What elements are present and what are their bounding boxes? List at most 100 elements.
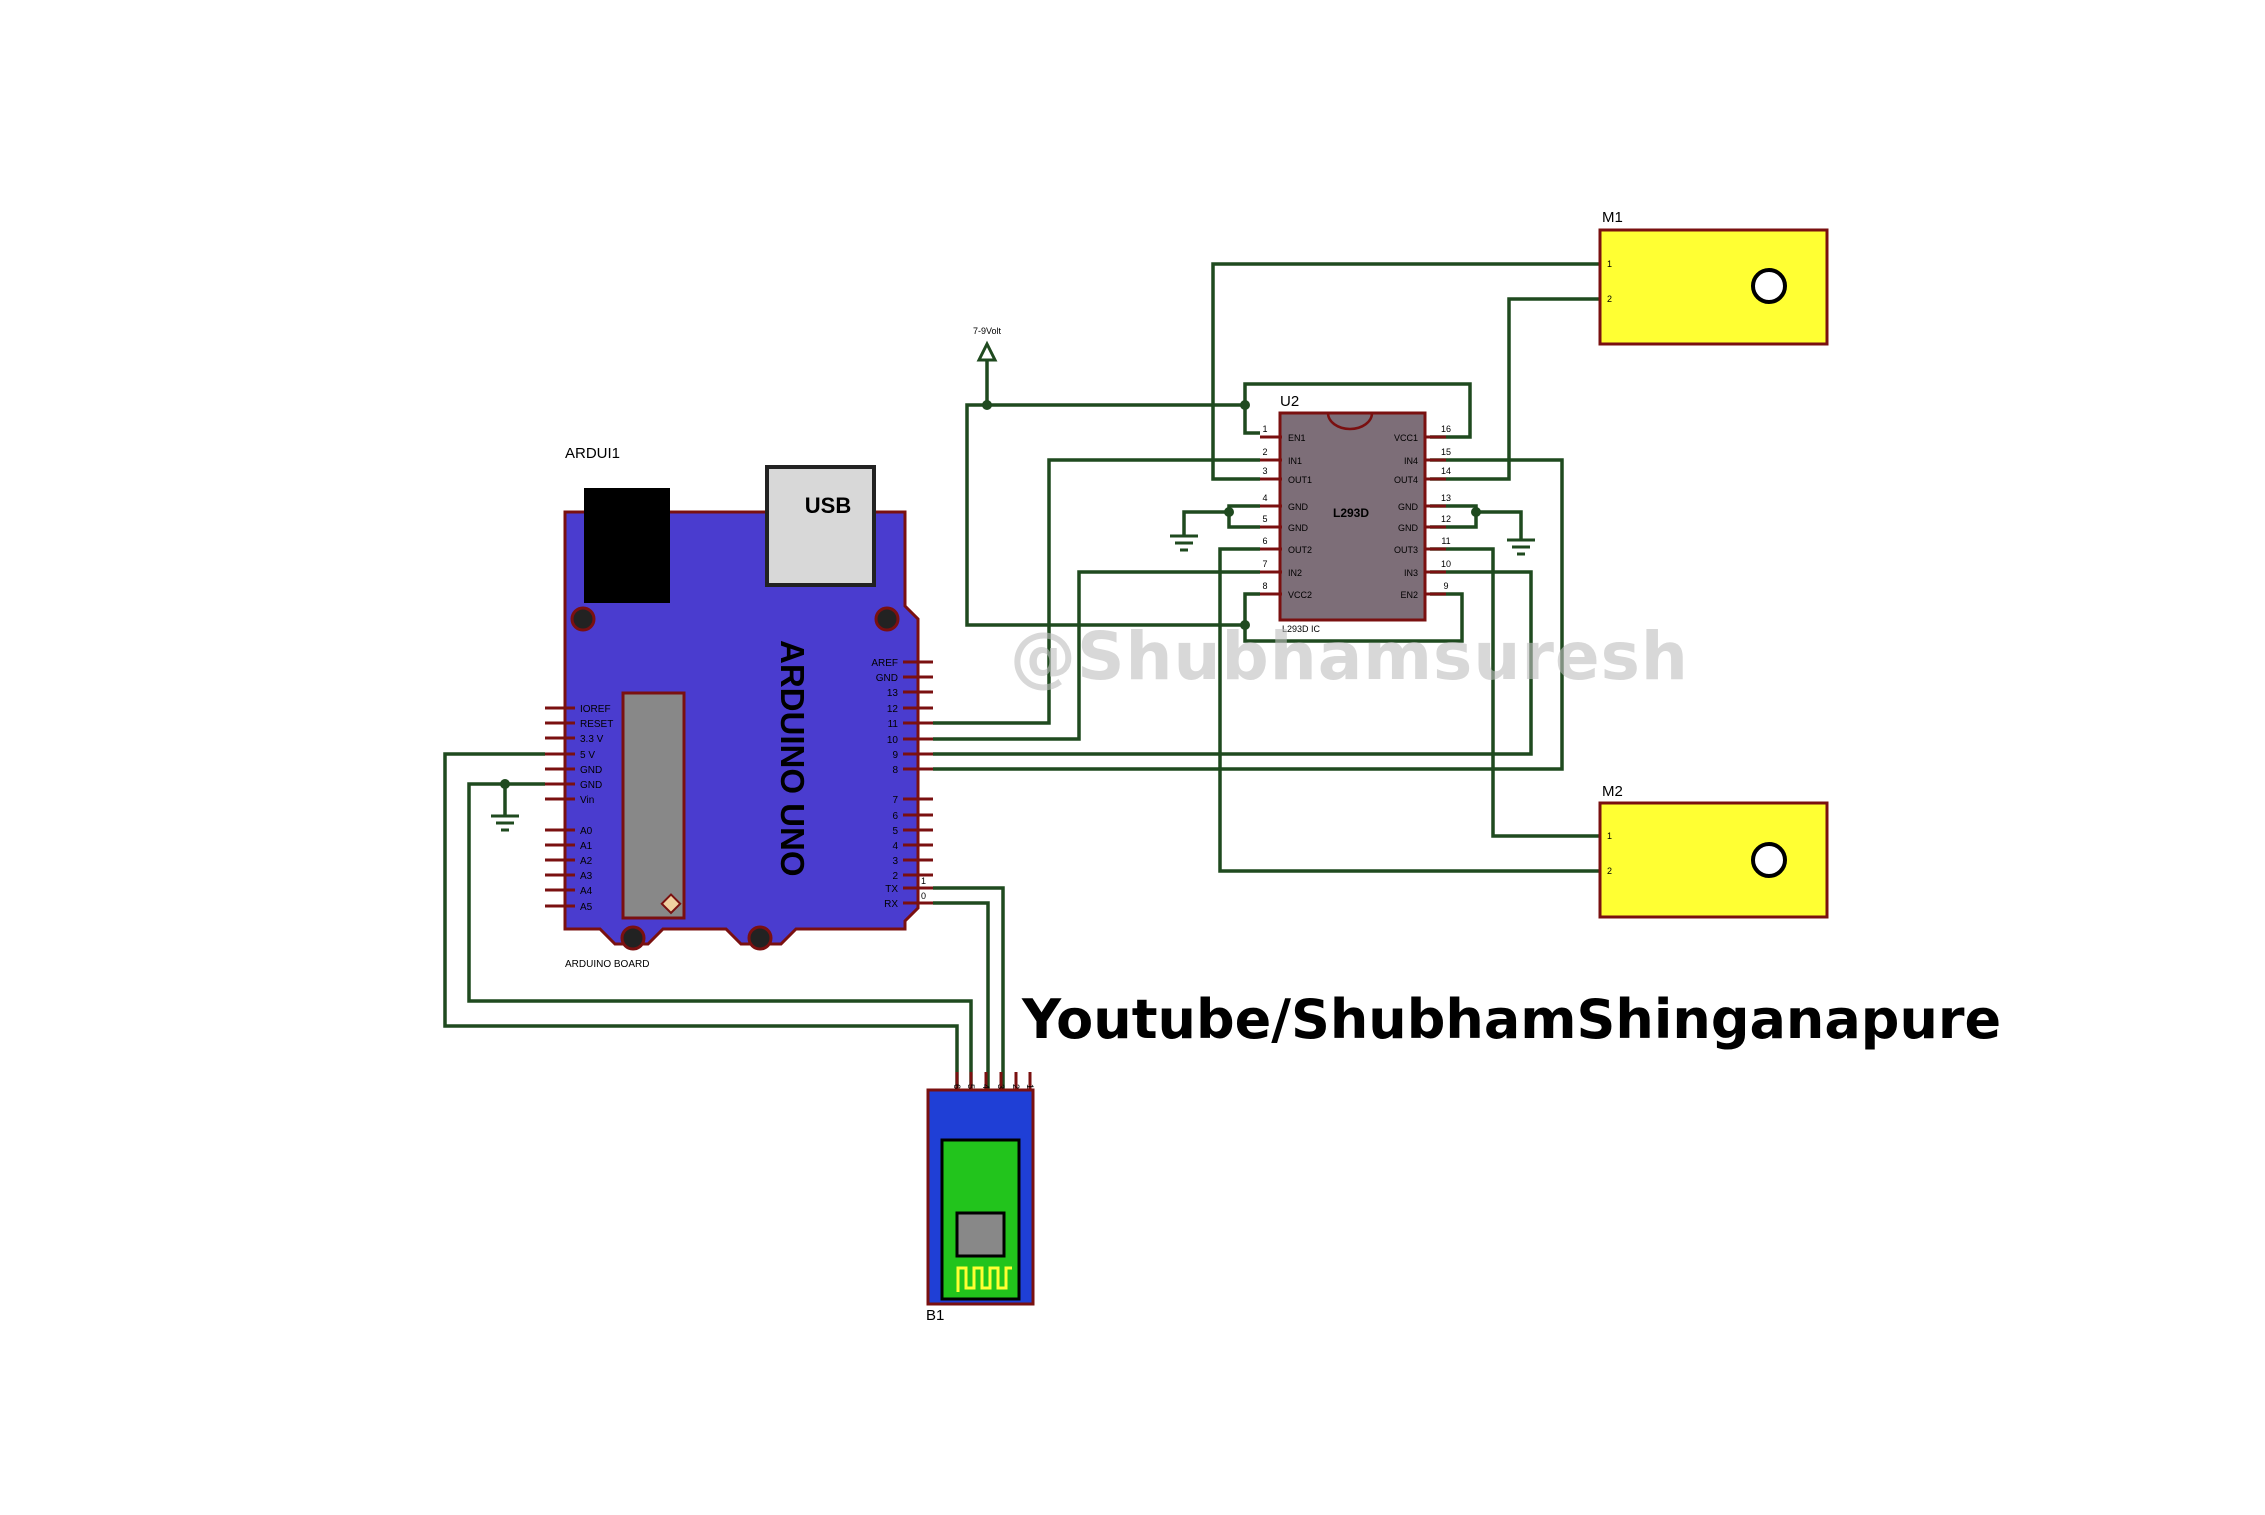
tx-pin-number: 1	[921, 876, 926, 886]
driver-left-pin-name: IN1	[1288, 456, 1302, 466]
driver-right-pin-number: 14	[1441, 466, 1451, 476]
arduino-right-pin-label: 7	[892, 795, 898, 806]
arduino-uno: ARDUI1 DC Pwr USB ARDUINO UNO ARDUINO BO…	[545, 445, 933, 970]
driver-left-pin-name: OUT2	[1288, 545, 1312, 555]
usb-label: USB	[805, 493, 851, 518]
driver-right-pin-name: VCC1	[1394, 433, 1418, 443]
wire-gnd-right	[1430, 504, 1478, 529]
chip-marker	[660, 893, 682, 915]
mount-hole-icon	[570, 606, 596, 632]
driver-left-pin-name: VCC2	[1288, 590, 1312, 600]
l293d-driver: U2 L293D L293D IC 1EN12IN13OUT14GND5GND6…	[1260, 393, 1451, 634]
arduino-left-pin-label: GND	[580, 780, 602, 791]
power-terminal: 7-9Volt	[973, 326, 1002, 362]
arduino-left-pin-label: 5 V	[580, 750, 595, 761]
arduino-name: ARDUINO UNO	[774, 640, 811, 877]
junction-dot	[1240, 400, 1250, 410]
wire-d11-in1	[933, 458, 1260, 725]
motor2-body	[1598, 801, 1829, 919]
driver-part: L293D	[1333, 506, 1369, 520]
driver-label: L293D IC	[1282, 624, 1321, 634]
arduino-right-pin-label: 4	[892, 841, 898, 852]
motor1-body	[1598, 228, 1829, 346]
motor2-ref: M2	[1602, 783, 1623, 800]
driver-right-pin-number: 16	[1441, 424, 1451, 434]
driver-right-pin-name: EN2	[1400, 590, 1418, 600]
bt-ref: B1	[926, 1307, 944, 1324]
rx-pin-number: 0	[921, 891, 926, 901]
driver-left-pin-name: GND	[1288, 502, 1309, 512]
wire-gnd-left-sym	[1182, 510, 1229, 536]
mount-hole-icon	[620, 925, 646, 951]
junctions	[500, 400, 1481, 789]
wire-d10-in2	[933, 570, 1260, 741]
dc-power-jack	[584, 488, 670, 603]
arduino-right-pin-label: 6	[892, 811, 898, 822]
arduino-right-pin-label: 5	[892, 826, 898, 837]
bt-chip	[955, 1211, 1006, 1258]
arduino-left-pin-label: A2	[580, 856, 593, 867]
driver-left-pin-name: IN2	[1288, 568, 1302, 578]
arduino-chip	[621, 691, 686, 920]
driver-left-pin-number: 6	[1262, 536, 1267, 546]
driver-left-pin-number: 3	[1262, 466, 1267, 476]
bt-pin-number: 1	[1025, 1084, 1035, 1089]
wire-5v-bt	[443, 752, 959, 1090]
wire-power-rail	[985, 360, 1260, 435]
ground-icon	[1507, 538, 1535, 556]
arduino-right-pin-label: 11	[888, 719, 899, 730]
arduino-board-label: ARDUINO BOARD	[565, 959, 649, 970]
wire-out2-m2	[1218, 547, 1600, 873]
motor2-pin1: 1	[1607, 831, 1612, 841]
driver-right-pin-number: 12	[1441, 514, 1451, 524]
junction-dot	[1224, 507, 1234, 517]
driver-left-pin-number: 8	[1262, 581, 1267, 591]
wire-out4-m1	[1430, 297, 1600, 481]
bt-pin-number: 2	[1011, 1084, 1021, 1089]
arduino-right-pin-label: 10	[887, 735, 899, 746]
watermark-text: @Shubhamsuresh	[1010, 618, 1689, 695]
wire-out1-m1	[1211, 262, 1600, 481]
wire-en1-vcc1	[1243, 382, 1472, 439]
arduino-left-pin-label: A0	[580, 826, 593, 837]
wire-d9-in3	[933, 570, 1533, 756]
motor1-shaft-icon	[1751, 268, 1787, 304]
ground-symbols	[491, 534, 1535, 832]
driver-right-pin-number: 11	[1441, 536, 1450, 546]
l293d-body	[1278, 411, 1427, 622]
wire-gnd-right-sym	[1476, 510, 1523, 540]
arduino-right-pin-label: 9	[892, 750, 898, 761]
dc-power-label: DC Pwr	[615, 501, 642, 584]
wire-out3-m2	[1430, 547, 1600, 838]
motor2-pin2: 2	[1607, 866, 1612, 876]
driver-right-pin-name: OUT4	[1394, 475, 1418, 485]
wire-d8-in4	[933, 458, 1564, 771]
ground-icon	[491, 814, 519, 832]
driver-left-pin-number: 4	[1262, 493, 1267, 503]
driver-right-pin-number: 15	[1441, 447, 1451, 457]
usb-port	[765, 465, 876, 587]
arduino-right-pin-label: TX	[885, 884, 898, 895]
driver-ref: U2	[1280, 393, 1299, 410]
ic-notch	[1326, 412, 1374, 431]
driver-right-pin-name: GND	[1398, 502, 1419, 512]
motor1-pin1: 1	[1607, 259, 1612, 269]
junction-dot	[982, 400, 992, 410]
arduino-right-pin-label: 8	[892, 765, 898, 776]
motor-m2: M2 1 2	[1598, 783, 1829, 919]
arduino-left-pin-label: GND	[580, 765, 602, 776]
driver-left-pin-number: 7	[1262, 559, 1267, 569]
driver-right-pin-name: IN3	[1404, 568, 1418, 578]
driver-right-pin-number: 13	[1441, 493, 1451, 503]
arduino-left-pin-label: A1	[580, 841, 593, 852]
motor-m1: M1 1 2	[1598, 209, 1829, 346]
arduino-right-pin-label: 3	[892, 856, 898, 867]
driver-right-pin-number: 9	[1443, 581, 1448, 591]
arduino-left-pin-label: A5	[580, 902, 593, 913]
junction-dot	[500, 779, 510, 789]
